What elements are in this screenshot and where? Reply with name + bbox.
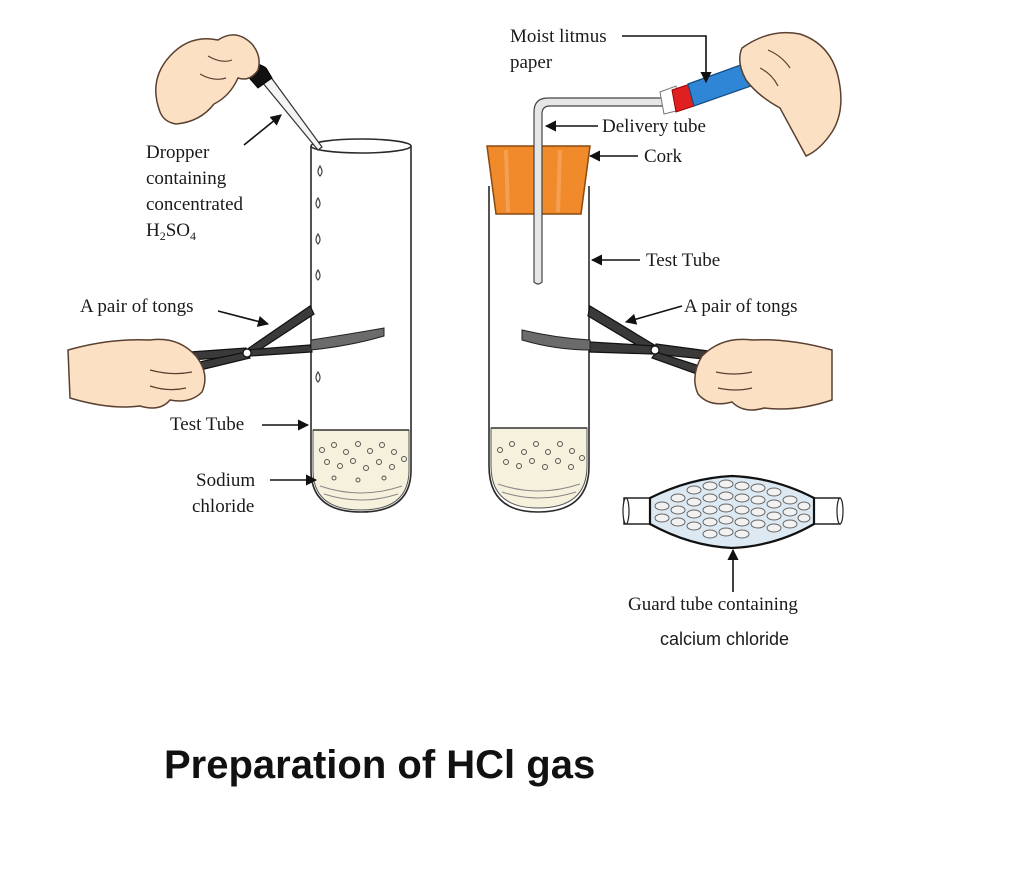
left-test-tube-assembly — [67, 34, 412, 513]
dropper — [243, 63, 323, 151]
label-dropper-1: Dropper — [146, 142, 210, 163]
right-test-tube-assembly — [486, 31, 842, 513]
right-tube-contents — [490, 427, 588, 509]
litmus-hand — [739, 31, 842, 157]
label-tongs-left: A pair of tongs — [80, 296, 193, 317]
label-cork: Cork — [644, 146, 683, 167]
guard-tube — [622, 474, 844, 550]
left-test-tube — [310, 146, 412, 513]
label-dropper-formula: H2SO4 — [146, 220, 196, 243]
right-tongs-hand — [694, 338, 833, 411]
left-test-tube-mouth — [310, 138, 412, 154]
label-sodium-2: chloride — [192, 496, 254, 517]
label-moist-2: paper — [510, 52, 553, 73]
label-tongs-right: A pair of tongs — [684, 296, 797, 317]
dropper-hand — [155, 34, 260, 125]
label-moist-1: Moist litmus — [510, 26, 607, 47]
label-arrows — [217, 35, 739, 592]
label-dropper-3: concentrated — [146, 194, 244, 215]
left-tongs-hand — [67, 338, 206, 409]
label-sodium-1: Sodium — [196, 470, 255, 491]
page-title: Preparation of HCl gas — [164, 743, 595, 787]
label-dropper-2: containing — [146, 168, 227, 189]
acid-drops — [315, 164, 323, 383]
salt-granules — [319, 441, 407, 483]
label-test-tube-left: Test Tube — [170, 414, 244, 435]
calcium-chloride-granules — [654, 479, 811, 539]
label-guard-1: Guard tube containing — [628, 594, 798, 615]
left-tongs — [189, 305, 385, 373]
sodium-chloride-contents — [312, 429, 410, 511]
label-delivery-tube: Delivery tube — [602, 116, 706, 137]
label-guard-2: calcium chloride — [660, 629, 789, 649]
delivery-tube — [533, 97, 669, 285]
labels: Dropper containing concentrated H2SO4 A … — [80, 26, 798, 649]
label-test-tube-right: Test Tube — [646, 250, 720, 271]
